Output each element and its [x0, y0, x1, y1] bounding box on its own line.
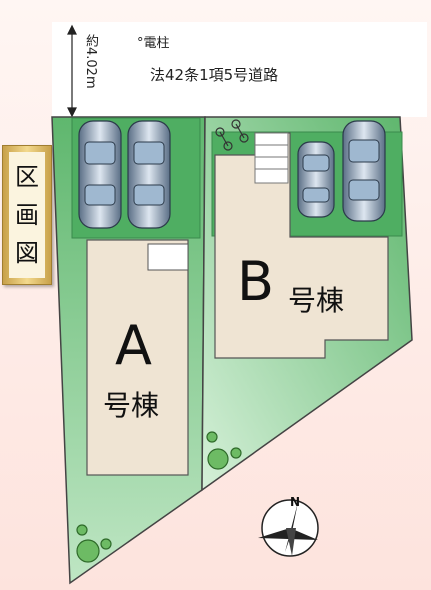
plan-title-char-3: 図: [15, 239, 39, 267]
lot-a-letter: A: [115, 314, 152, 377]
car-icon: [342, 120, 386, 222]
lot-b-suffix: 号棟: [288, 284, 345, 317]
lot-a-suffix: 号棟: [103, 389, 160, 422]
lot-b-letter: B: [237, 250, 275, 313]
compass-icon: [258, 499, 319, 557]
plan-title-char-1: 区: [15, 163, 39, 191]
compass-north-label: N: [290, 495, 301, 509]
utility-pole-label: °電柱: [137, 36, 170, 51]
building-a: [86, 239, 189, 476]
road-name: 法42条1項5号道路: [150, 66, 279, 84]
road-width-arrow: [67, 24, 77, 118]
car-icon: [127, 120, 171, 229]
plan-title-plaque: 区 画 図: [2, 145, 52, 285]
road: [52, 22, 427, 117]
plan-title-char-2: 画: [15, 201, 39, 229]
car-icon: [78, 120, 122, 229]
shrub-icon: [76, 431, 242, 563]
road-width-label: 約4.02m: [83, 34, 98, 89]
building-a-porch: [147, 243, 189, 271]
bicycle-icon: [215, 119, 249, 151]
car-icon: [297, 141, 335, 218]
building-b-steps: [254, 132, 289, 184]
